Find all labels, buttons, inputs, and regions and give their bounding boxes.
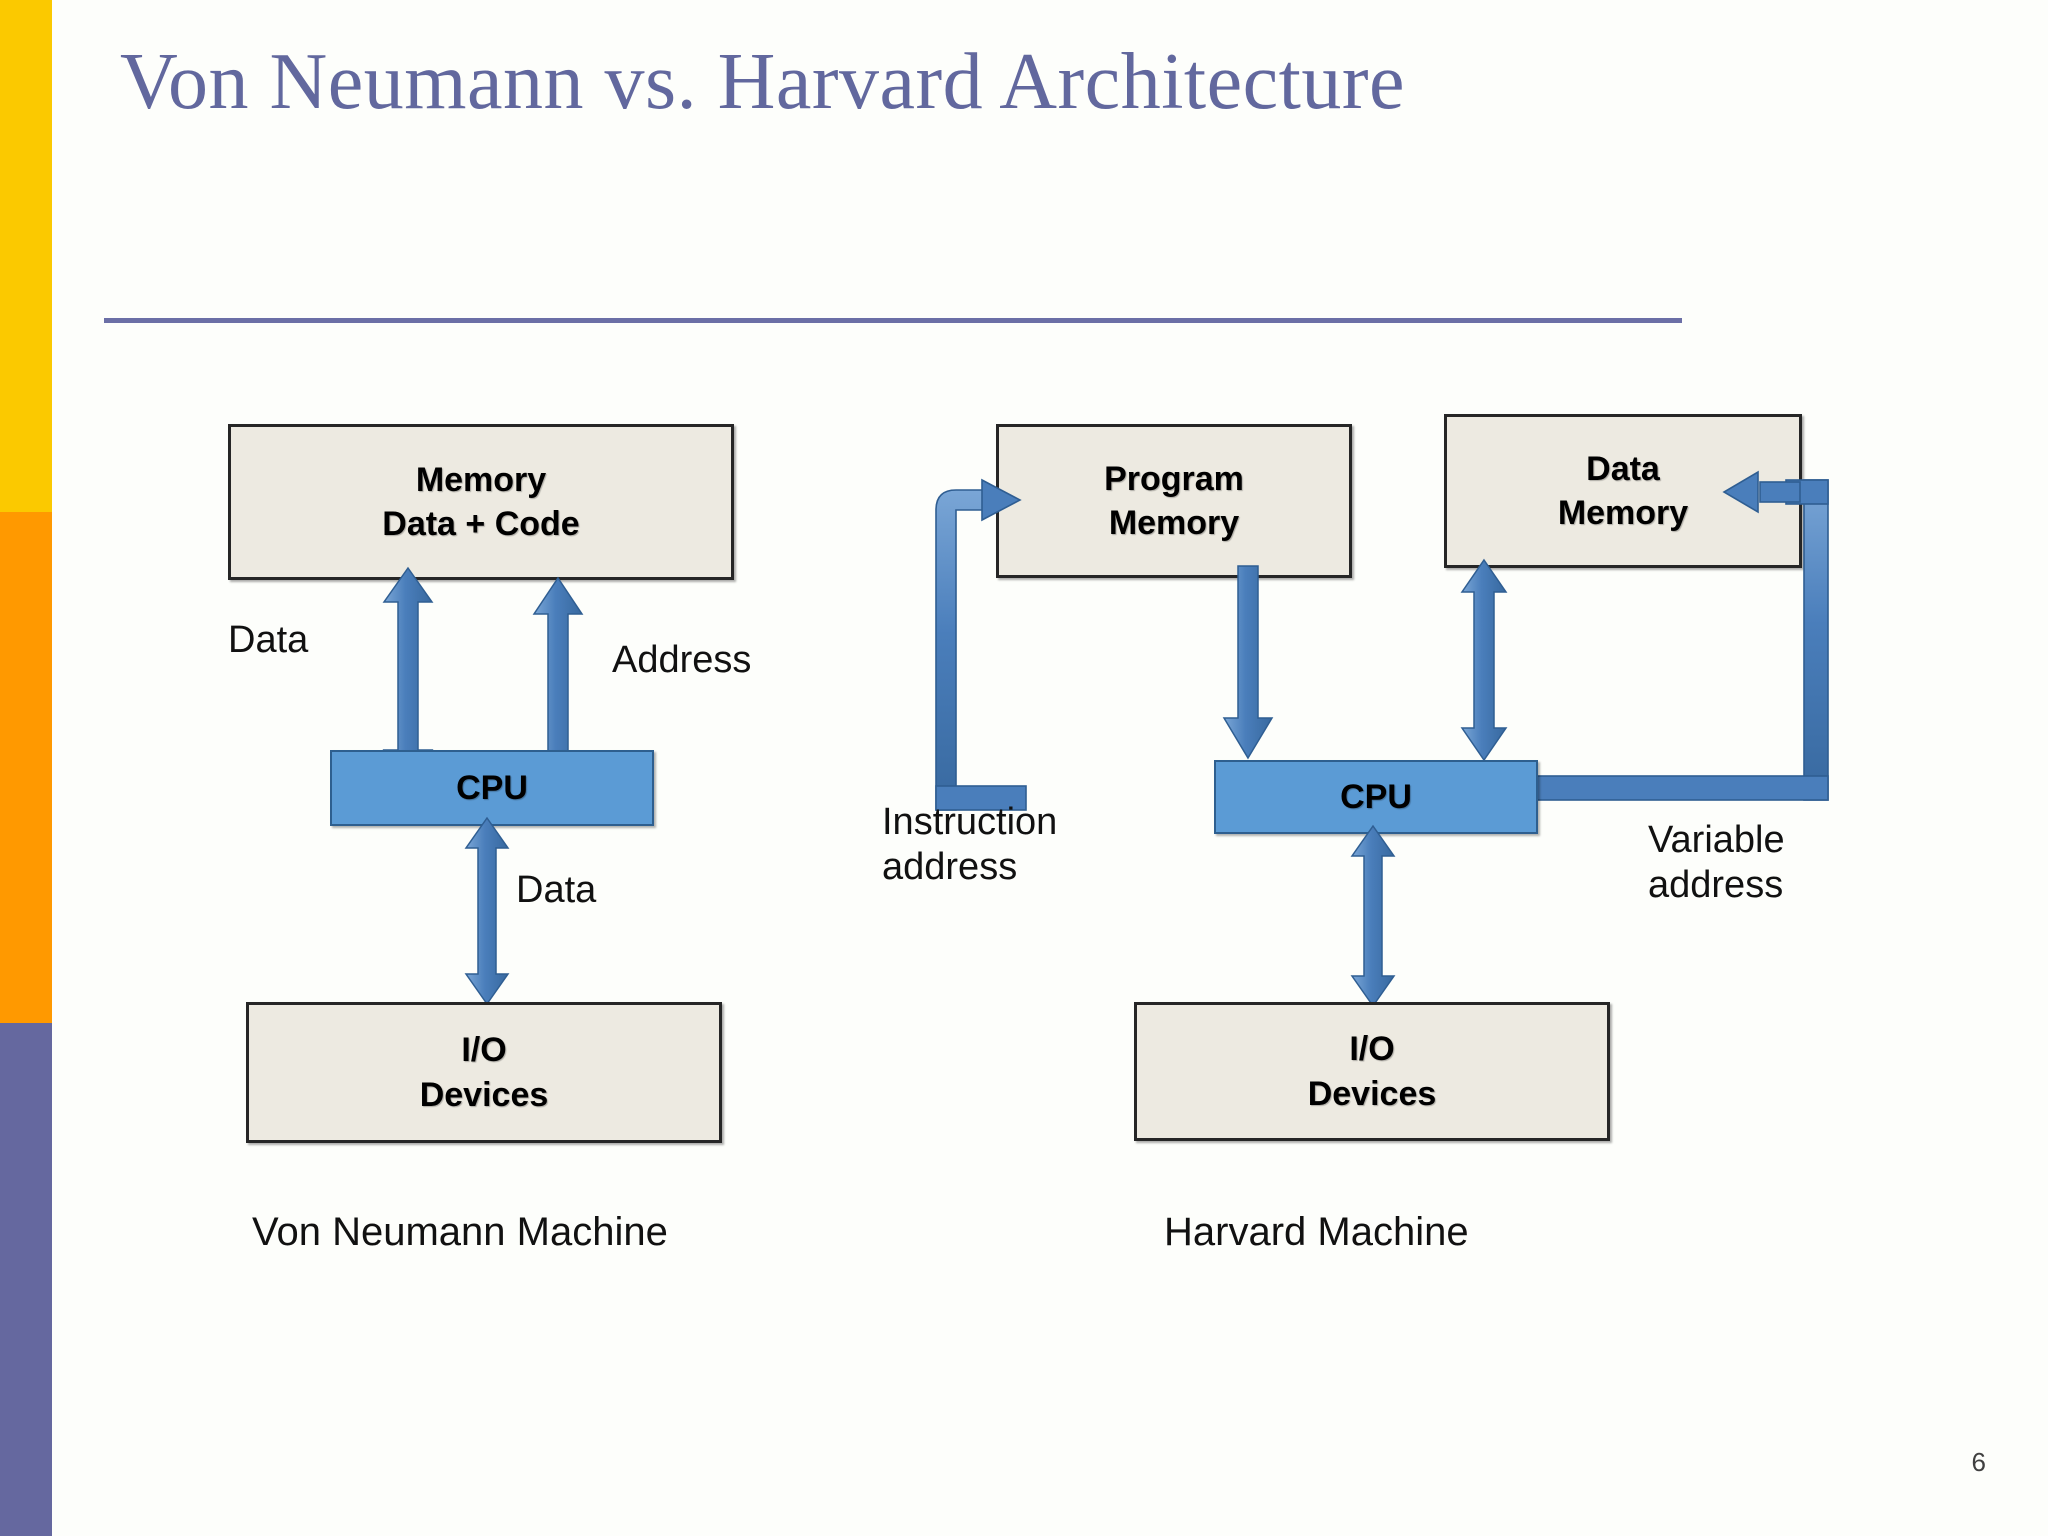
hv-instruction-address-label: Instruction address: [882, 801, 1058, 888]
vn-cpu-box[interactable]: CPU: [330, 750, 654, 826]
decorative-sidebar: [0, 0, 52, 1536]
von-neumann-caption: Von Neumann Machine: [252, 1210, 668, 1254]
hv-data-memory-line1: Data: [1586, 449, 1660, 488]
vn-io-line1: I/O: [461, 1031, 507, 1070]
hv-program-memory-to-cpu-arrow: [1222, 565, 1274, 760]
vn-memory-box[interactable]: Memory Data + Code: [228, 424, 734, 580]
hv-program-memory-line1: Program: [1104, 459, 1244, 498]
hv-io-line2: Devices: [1307, 1074, 1437, 1113]
hv-io-line1: I/O: [1349, 1030, 1395, 1069]
hv-cpu-box[interactable]: CPU: [1214, 760, 1538, 834]
hv-io-box[interactable]: I/O Devices: [1134, 1002, 1610, 1141]
page-title: Von Neumann vs. Harvard Architecture: [120, 38, 1406, 126]
hv-instruction-address-loop-arrow: [935, 478, 1027, 811]
hv-program-memory-line2: Memory: [1108, 504, 1240, 542]
vn-memory-line2: Data + Code: [382, 505, 580, 543]
hv-variable-address-label: Variable address: [1648, 819, 1785, 906]
sidebar-band-purple: [0, 1023, 52, 1536]
vn-address-label: Address: [612, 639, 752, 681]
vn-cpu-label: CPU: [456, 768, 528, 807]
hv-data-memory-bus-arrow: [1460, 558, 1508, 762]
hv-io-bus-arrow: [1350, 824, 1396, 1008]
vn-data-io-label: Data: [516, 869, 597, 911]
vn-data-memory-label: Data: [228, 619, 309, 661]
page-number: 6: [1971, 1447, 1986, 1477]
hv-data-memory-line2: Memory: [1557, 494, 1689, 532]
vn-io-line2: Devices: [419, 1075, 549, 1114]
hv-variable-address-loop-arrow: [1527, 470, 1829, 801]
vn-io-bus-arrow: [464, 816, 510, 1006]
vn-memory-line1: Memory: [415, 460, 547, 499]
harvard-caption: Harvard Machine: [1164, 1210, 1469, 1254]
sidebar-band-yellow: [0, 0, 52, 512]
vn-io-box[interactable]: I/O Devices: [246, 1002, 722, 1143]
sidebar-band-orange: [0, 512, 52, 1023]
hv-cpu-label: CPU: [1340, 777, 1412, 816]
title-divider: [104, 318, 1682, 323]
hv-program-memory-box[interactable]: Program Memory: [996, 424, 1352, 578]
